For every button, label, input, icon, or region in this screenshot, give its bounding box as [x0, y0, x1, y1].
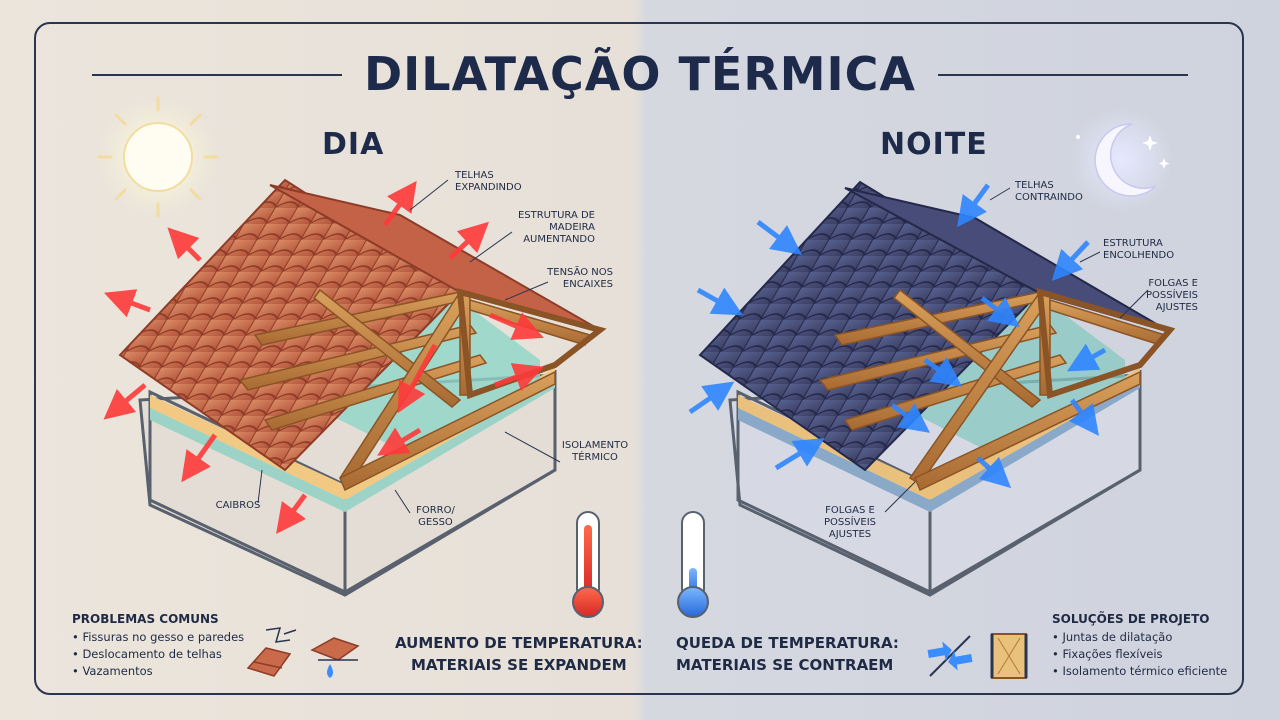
day-caption: AUMENTO DE TEMPERATURA: MATERIAIS SE EXP…: [395, 634, 643, 674]
night-label-gaps-right: FOLGAS E POSSÍVEIS AJUSTES: [1145, 278, 1198, 313]
cold-arrows: [688, 183, 1107, 489]
problems-heading: PROBLEMAS COMUNS: [72, 612, 219, 626]
day-label-tension: TENSÃO NOS ENCAIXES: [547, 267, 613, 290]
thermometer-cold-icon: [677, 511, 709, 618]
title-bar: DILATAÇÃO TÉRMICA: [0, 44, 1280, 104]
night-label-gaps-bottom: FOLGAS E POSSÍVEIS AJUSTES: [823, 505, 876, 540]
expansion-joint-icon: [927, 635, 973, 677]
page-title: DILATAÇÃO TÉRMICA: [364, 47, 916, 101]
list-item: Juntas de dilatação: [1052, 629, 1227, 646]
list-item: Deslocamento de telhas: [72, 646, 244, 663]
day-label-rafters: CAIBROS: [215, 500, 261, 511]
insulation-icon: [990, 633, 1028, 679]
night-caption: QUEDA DE TEMPERATURA: MATERIAIS SE CONTR…: [676, 634, 899, 674]
outer-frame: [34, 22, 1244, 695]
night-leaders: [884, 187, 1149, 513]
list-item: Isolamento térmico eficiente: [1052, 663, 1227, 680]
crack-icon: [265, 627, 297, 643]
night-label-structure: ESTRUTURA ENCOLHENDO: [1103, 238, 1175, 261]
day-label-insulation: ISOLAMENTO TÉRMICO: [561, 440, 629, 463]
night-heading: NOITE: [880, 127, 988, 162]
sun-icon: [97, 96, 219, 218]
day-label-tiles: TELHAS EXPANDINDO: [455, 170, 522, 193]
heat-arrows: [103, 180, 545, 535]
list-item: Fixações flexíveis: [1052, 646, 1227, 663]
list-item: Fissuras no gesso e paredes: [72, 629, 244, 646]
solutions-heading: SOLUÇÕES DE PROJETO: [1052, 612, 1210, 626]
title-rule-right: [938, 74, 1188, 76]
day-leaders: [257, 179, 561, 514]
day-label-ceiling: FORRO/ GESSO: [416, 505, 455, 528]
day-label-structure: ESTRUTURA DE MADEIRA AUMENTANDO: [517, 210, 595, 245]
leak-icon: [310, 637, 360, 678]
night-house: [698, 180, 1176, 597]
problems-list: Fissuras no gesso e paredes Deslocamento…: [72, 629, 244, 680]
list-item: Vazamentos: [72, 663, 244, 680]
night-label-tiles: TELHAS CONTRAINDO: [1015, 180, 1083, 203]
moon-icon: [1070, 108, 1174, 212]
title-rule-left: [92, 74, 342, 76]
tiles-icon: [246, 647, 292, 677]
day-heading: DIA: [322, 127, 385, 162]
thermometer-hot-icon: [572, 511, 604, 618]
solutions-list: Juntas de dilatação Fixações flexíveis I…: [1052, 629, 1227, 680]
